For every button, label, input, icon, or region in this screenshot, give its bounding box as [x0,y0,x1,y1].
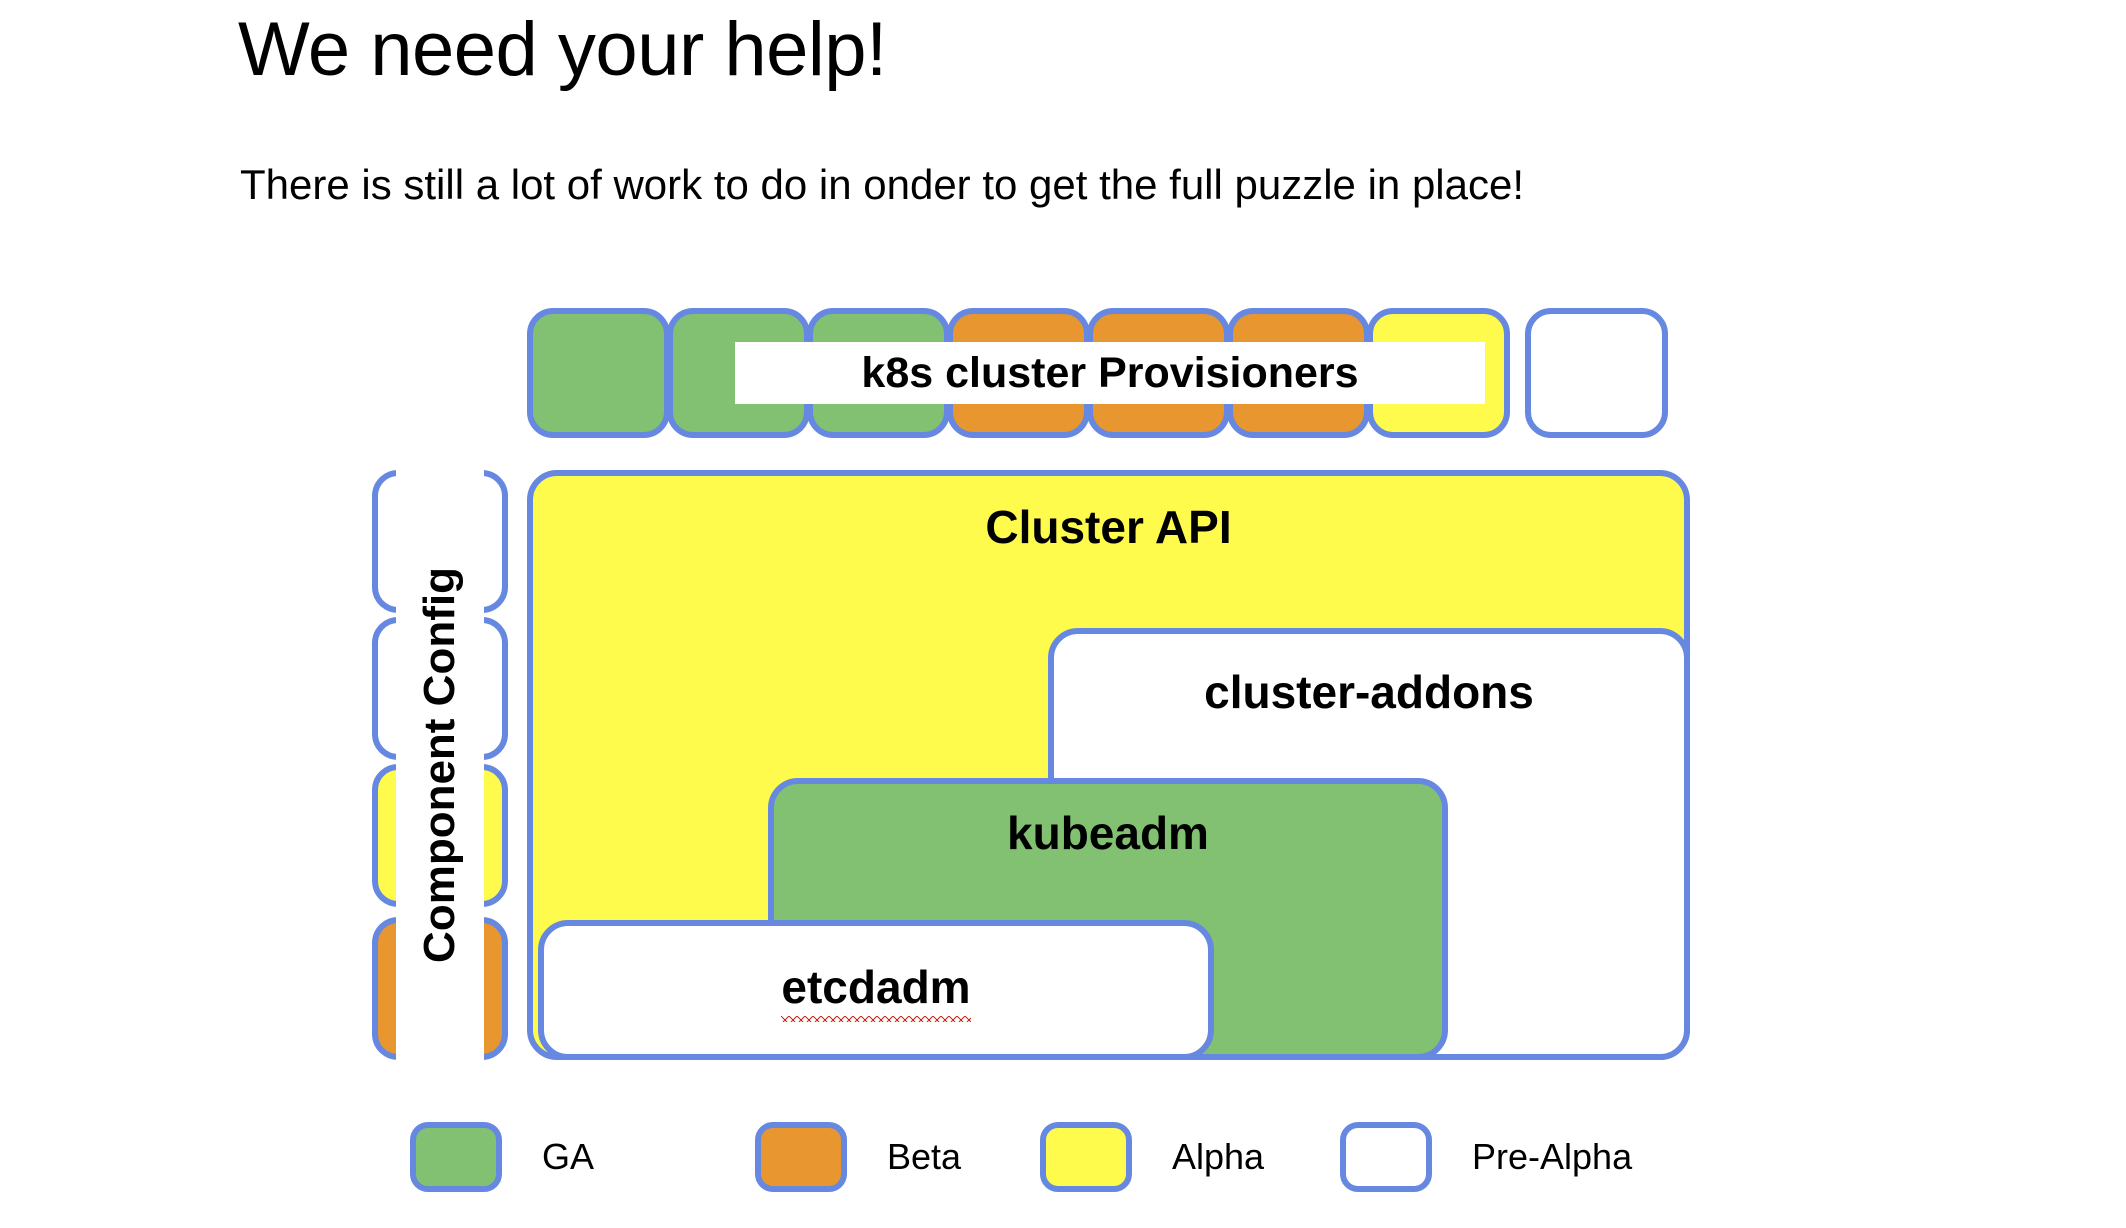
legend-swatch-pre-alpha [1340,1122,1432,1192]
legend-item-beta: Beta [755,1122,961,1192]
legend-label-pre-alpha: Pre-Alpha [1472,1136,1633,1177]
provisioner-box-8[interactable] [1525,308,1668,438]
cluster-addons-label: cluster-addons [1204,666,1534,718]
page-title: We need your help! [238,7,887,92]
etcdadm-box[interactable] [538,920,1214,1060]
etcdadm-label: etcdadm [538,960,1214,1022]
legend-item-alpha: Alpha [1040,1122,1264,1192]
legend-label-ga: GA [542,1136,595,1177]
legend-swatch-ga [410,1122,502,1192]
legend-swatch-alpha [1040,1122,1132,1192]
legend-item-pre-alpha: Pre-Alpha [1340,1122,1632,1192]
legend-label-alpha: Alpha [1172,1136,1265,1177]
etcdadm-label-text: etcdadm [781,960,971,1022]
cluster-api-label: Cluster API [985,501,1232,553]
component-config-label-text: Component Config [415,567,465,963]
provisioner-box-1[interactable] [527,308,670,438]
maturity-legend: GA Beta Alpha Pre-Alpha [0,1122,2126,1212]
legend-item-ga: GA [410,1122,594,1192]
legend-label-beta: Beta [887,1136,962,1177]
provisioner-row-label: k8s cluster Provisioners [735,342,1485,404]
component-config-label: Component Config [396,470,484,1060]
legend-swatch-beta [755,1122,847,1192]
kubeadm-label: kubeadm [1007,807,1209,859]
page-subtitle: There is still a lot of work to do in on… [240,161,1525,208]
